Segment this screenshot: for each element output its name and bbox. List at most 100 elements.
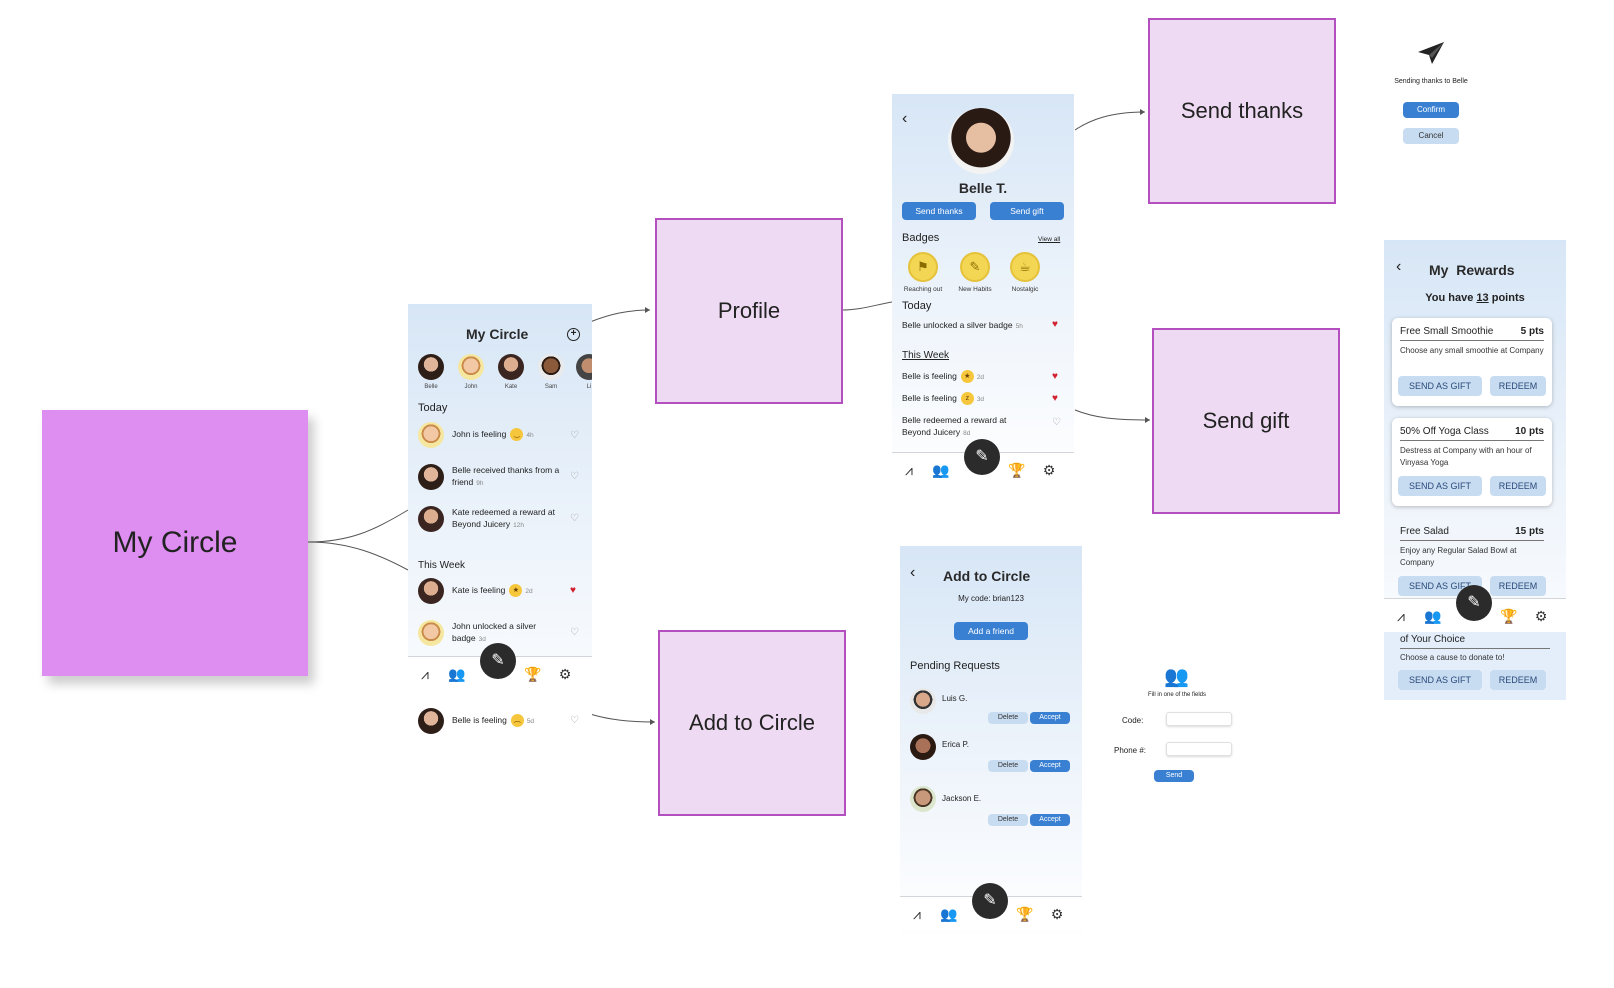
note-my-circle[interactable]: My Circle <box>42 410 308 676</box>
feed-text: Kate redeemed a reward at Beyond Juicery <box>452 507 556 529</box>
confirm-button[interactable]: Confirm <box>1403 102 1459 118</box>
badge-new-habits[interactable]: ✎ <box>960 252 990 282</box>
accept-button[interactable]: Accept <box>1030 760 1070 772</box>
gear-icon[interactable]: ⚙ <box>1534 608 1548 624</box>
send-button[interactable]: Send <box>1154 770 1194 782</box>
accept-button[interactable]: Accept <box>1030 814 1070 826</box>
feed-time: 5d <box>526 718 535 725</box>
friends-icon[interactable]: 👥 <box>448 666 466 682</box>
section-today: Today <box>902 300 932 312</box>
section-this-week: This Week <box>902 350 950 361</box>
list-item[interactable]: John is feeling‿4h <box>418 422 570 448</box>
send-gift-button[interactable]: Send gift <box>990 202 1064 220</box>
feed-text[interactable]: Belle redeemed a reward at Beyond Juicer… <box>902 414 1022 440</box>
trend-chart-icon[interactable]: ⩘ <box>913 906 921 922</box>
bottom-nav: ⩘ 👥 ✎ 🏆 ⚙ <box>900 883 1082 930</box>
heart-filled-icon[interactable]: ♥ <box>1052 371 1058 382</box>
avatar[interactable] <box>498 354 524 380</box>
divider <box>1400 648 1550 649</box>
redeem-button[interactable]: REDEEM <box>1490 576 1546 596</box>
feed-text-label: Belle unlocked a silver badge <box>902 320 1013 330</box>
back-arrow-icon[interactable]: ‹ <box>902 110 908 127</box>
send-as-gift-button[interactable]: SEND AS GIFT <box>1398 476 1482 496</box>
feed-text: Kate is feeling <box>452 585 506 595</box>
back-arrow-icon[interactable]: ‹ <box>1396 258 1402 275</box>
divider <box>1400 340 1544 341</box>
badge-nostalgic[interactable]: ☕ <box>1010 252 1040 282</box>
link-profile-sendthanks <box>1074 111 1146 131</box>
plus-circle-icon[interactable]: + <box>567 328 580 341</box>
redeem-button[interactable]: REDEEM <box>1490 670 1546 690</box>
gear-icon[interactable]: ⚙ <box>1042 462 1056 478</box>
badge-label: Reaching out <box>903 286 943 293</box>
heart-outline-icon[interactable]: ♡ <box>1052 417 1061 428</box>
pencil-icon[interactable]: ✎ <box>964 439 1000 475</box>
send-as-gift-button[interactable]: SEND AS GIFT <box>1398 670 1482 690</box>
avatar[interactable] <box>576 354 592 380</box>
trend-chart-icon[interactable]: ⩘ <box>421 666 429 682</box>
add-friend-button[interactable]: Add a friend <box>954 622 1028 640</box>
list-item[interactable]: Kate redeemed a reward at Beyond Juicery… <box>418 506 570 532</box>
cancel-button[interactable]: Cancel <box>1403 128 1459 144</box>
avatar[interactable] <box>418 354 444 380</box>
avatar[interactable] <box>458 354 484 380</box>
note-label: My Circle <box>112 526 238 559</box>
note-profile[interactable]: Profile <box>655 218 843 404</box>
friends-icon[interactable]: 👥 <box>940 906 958 922</box>
gear-icon[interactable]: ⚙ <box>558 666 572 682</box>
feed-text[interactable]: Belle is feeling★2d <box>902 370 984 383</box>
overflow-area: of Your Choice Choose a cause to donate … <box>1384 632 1566 700</box>
friends-icon[interactable]: 👥 <box>1424 608 1442 624</box>
heart-filled-icon[interactable]: ♥ <box>1052 319 1058 330</box>
trophy-icon[interactable]: 🏆 <box>1500 608 1518 624</box>
send-as-gift-button[interactable]: SEND AS GIFT <box>1398 376 1482 396</box>
code-input[interactable] <box>1166 712 1232 726</box>
view-all-link[interactable]: View all <box>1038 236 1061 243</box>
trend-chart-icon[interactable]: ⩘ <box>905 462 913 478</box>
delete-button[interactable]: Delete <box>988 760 1028 772</box>
phone-input[interactable] <box>1166 742 1232 756</box>
note-add-to-circle[interactable]: Add to Circle <box>658 630 846 816</box>
pencil-icon[interactable]: ✎ <box>480 643 516 679</box>
page-title: My Circle <box>466 326 529 342</box>
redeem-button[interactable]: REDEEM <box>1490 376 1546 396</box>
trophy-icon[interactable]: 🏆 <box>1016 906 1034 922</box>
note-send-thanks[interactable]: Send thanks <box>1148 18 1336 204</box>
heart-filled-icon[interactable]: ♥ <box>1052 393 1058 404</box>
back-arrow-icon[interactable]: ‹ <box>910 564 916 581</box>
link-circle-addcircle <box>589 713 656 723</box>
pencil-icon[interactable]: ✎ <box>1456 585 1492 621</box>
gear-icon[interactable]: ⚙ <box>1050 906 1064 922</box>
delete-button[interactable]: Delete <box>988 712 1028 724</box>
badge-reaching-out[interactable]: ⚑ <box>908 252 938 282</box>
accept-button[interactable]: Accept <box>1030 712 1070 724</box>
trophy-icon[interactable]: 🏆 <box>524 666 542 682</box>
redeem-button[interactable]: REDEEM <box>1490 476 1546 496</box>
send-thanks-button[interactable]: Send thanks <box>902 202 976 220</box>
friend-name: Belle <box>424 384 438 390</box>
trend-chart-icon[interactable]: ⩘ <box>1397 608 1405 624</box>
feed-time: 3d <box>478 636 486 643</box>
delete-button[interactable]: Delete <box>988 814 1028 826</box>
note-send-gift[interactable]: Send gift <box>1152 328 1340 514</box>
list-item[interactable]: Kate is feeling★2d <box>418 578 570 604</box>
heart-outline-icon[interactable]: ♡ <box>570 430 579 441</box>
heart-filled-icon[interactable]: ♥ <box>570 585 576 596</box>
avatar[interactable] <box>538 354 564 380</box>
friends-icon[interactable]: 👥 <box>932 462 950 478</box>
heart-outline-icon[interactable]: ♡ <box>570 513 579 524</box>
friend-name: Sam <box>544 384 558 390</box>
trophy-icon[interactable]: 🏆 <box>1008 462 1026 478</box>
heart-outline-icon[interactable]: ♡ <box>570 471 579 482</box>
add-friend-form: 👥 Fill in one of the fields Code: Phone … <box>1112 664 1242 794</box>
heart-outline-icon[interactable]: ♡ <box>570 627 579 638</box>
heart-outline-icon[interactable]: ♡ <box>570 715 579 726</box>
form-hint: Fill in one of the fields <box>1147 692 1207 698</box>
feed-text: John is feeling <box>452 429 507 439</box>
pencil-icon[interactable]: ✎ <box>972 883 1008 919</box>
list-item[interactable]: Belle is feeling︵5d <box>418 708 570 734</box>
